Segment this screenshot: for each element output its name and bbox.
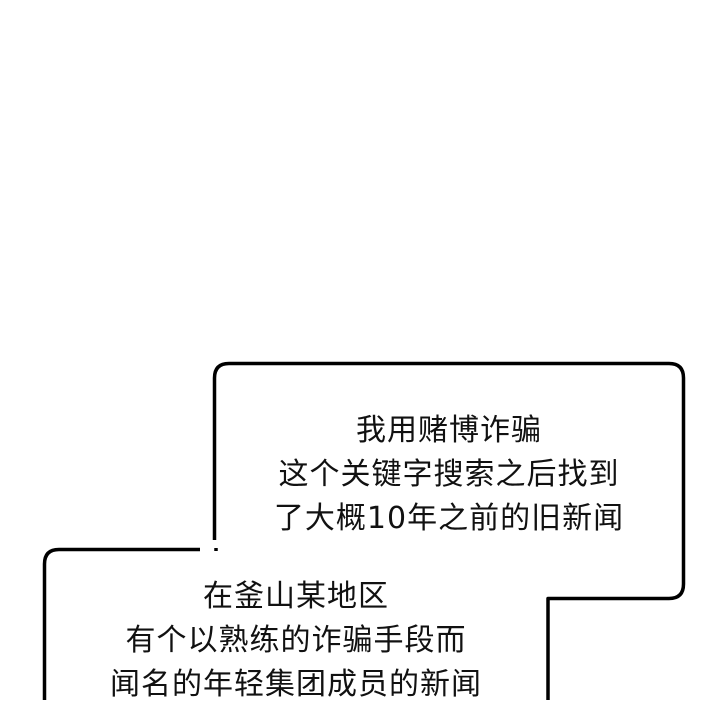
- speech-bubble-bottom: 在釜山某地区 有个以熟练的诈骗手段而 闻名的年轻集团成员的新闻: [44, 575, 548, 707]
- bubble-text-line: 这个关键字搜索之后找到: [278, 457, 620, 492]
- bubble-text-line: 在釜山某地区: [203, 579, 389, 614]
- bubble-text-line: 有个以熟练的诈骗手段而: [125, 623, 467, 658]
- bubble-text-line: 闻名的年轻集团成员的新闻: [110, 667, 482, 702]
- bubble-text-line: 我用赌博诈骗: [356, 413, 542, 448]
- speech-bubble-top: 我用赌博诈骗 这个关键字搜索之后找到 了大概10年之前的旧新闻: [214, 409, 684, 541]
- bubble-text-line: 了大概10年之前的旧新闻: [273, 501, 625, 536]
